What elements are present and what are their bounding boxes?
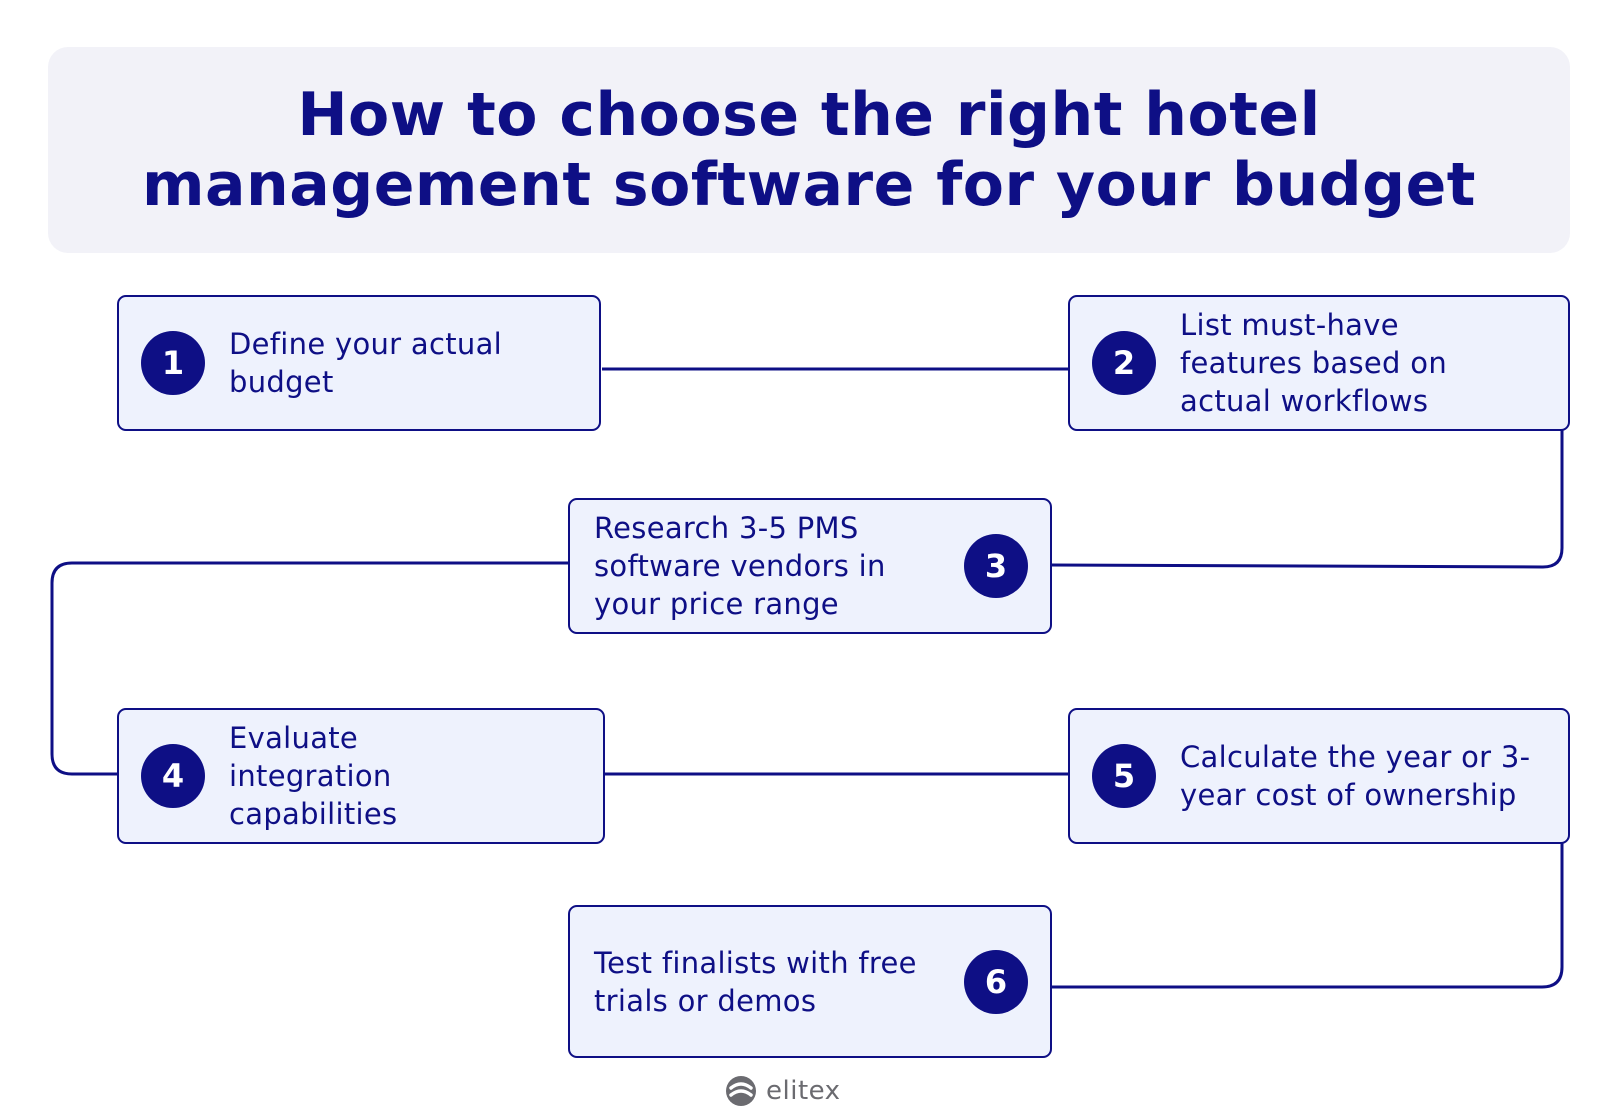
step-3-number-badge: 3: [964, 534, 1028, 598]
step-3-card: Research 3-5 PMS software vendors in you…: [568, 498, 1052, 634]
step-1-card: 1 Define your actual budget: [117, 295, 601, 431]
step-4-text: Evaluate integration capabilities: [229, 721, 398, 831]
step-4-card: 4 Evaluate integration capabilities: [117, 708, 605, 844]
step-2-number-badge: 2: [1092, 331, 1156, 395]
step-2-text: List must-have features based on actual …: [1180, 308, 1448, 418]
step-1-number-badge: 1: [141, 331, 205, 395]
step-3-text: Research 3-5 PMS software vendors in you…: [594, 511, 886, 621]
step-5-card: 5 Calculate the year or 3-year cost of o…: [1068, 708, 1570, 844]
connector-2-3: [1049, 430, 1564, 569]
step-6-number-badge: 6: [964, 949, 1028, 1014]
step-6-card: Test finalists with free trials or demos…: [568, 905, 1052, 1058]
title-banner: How to choose the right hotel management…: [48, 47, 1570, 253]
step-2-card: 2 List must-have features based on actua…: [1068, 295, 1570, 431]
step-1-text: Define your actual budget: [229, 327, 502, 399]
connector-3-4: [50, 561, 568, 776]
page-title: How to choose the right hotel management…: [89, 80, 1529, 220]
elitex-logo-icon: [726, 1076, 756, 1106]
footer-brand: elitex: [724, 1071, 841, 1111]
step-4-number-badge: 4: [141, 744, 205, 808]
title-line-1: How to choose the right hotel: [297, 80, 1321, 150]
step-6-text: Test finalists with free trials or demos: [594, 945, 917, 1018]
brand-name: elitex: [766, 1076, 841, 1106]
connector-5-6: [1050, 841, 1564, 989]
step-5-number-badge: 5: [1092, 744, 1156, 808]
title-line-2: management software for your budget: [142, 150, 1476, 220]
step-5-text: Calculate the year or 3-year cost of own…: [1180, 740, 1531, 812]
